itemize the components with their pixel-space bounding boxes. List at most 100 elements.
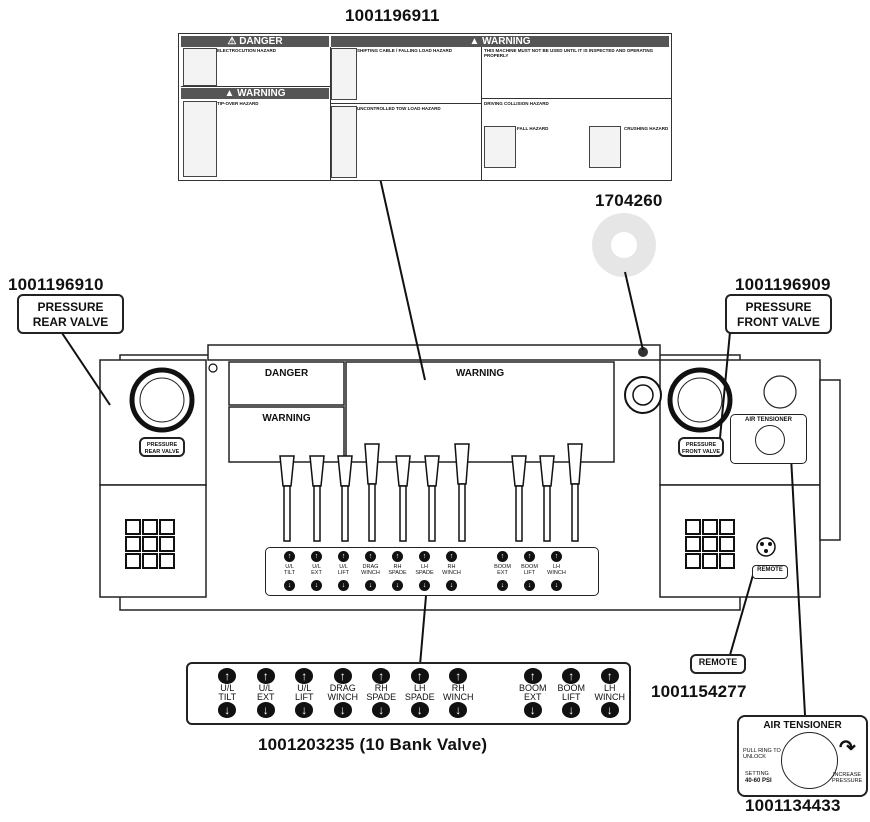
danger-plate [228,361,345,406]
front-valve-decal-mini: PRESSURE FRONT VALVE [678,437,724,457]
arrow-up-circle-icon: ↑ [600,668,619,684]
arrow-down-circle-icon: ↓ [600,702,619,718]
setting-text: SETTING [745,771,769,777]
arrow-up-circle-icon: ↑ [523,668,542,684]
arrow-up-circle-icon: ↑ [284,551,295,562]
mini-valve-control-label: U/L TILT [284,564,295,576]
section-fall: FALL HAZARD [517,126,549,131]
section-tipover: TIP-OVER HAZARD [217,101,259,106]
remote-connector [756,537,776,557]
bank-valve-decal: ↑U/L TILT↓↑U/L EXT↓↑U/L LIFT↓↑DRAG WINCH… [186,662,631,725]
mini-valve-control: ↑RH SPADE↓ [384,551,411,591]
warning-plate-left [228,406,345,463]
panel-warning-left-label: WARNING [262,413,311,424]
bank-valve-control: ↑U/L TILT↓ [208,668,247,718]
right-edge-bracket [819,379,841,541]
plug-hole [763,375,797,409]
mini-valve-control: ↑RH WINCH↓ [438,551,465,591]
arrow-down-circle-icon: ↓ [392,580,403,591]
bank-valve-control: ↑U/L LIFT↓ [285,668,324,718]
panel-danger-label: DANGER [264,368,309,379]
arrow-down-circle-icon: ↓ [295,702,314,718]
arrow-up-circle-icon: ↑ [218,668,237,684]
psi-text: 40-60 PSI [745,778,772,784]
section-inspection: THIS MACHINE MUST NOT BE USED UNTIL IT I… [484,48,654,58]
warning-banner: ▲ WARNING [331,36,669,47]
arrow-down-circle-icon: ↓ [338,580,349,591]
arrow-down-circle-icon: ↓ [562,702,581,718]
mini-valve-control-label: BOOM EXT [494,564,511,576]
arrow-up-circle-icon: ↑ [392,551,403,562]
panel-top-rail [207,344,661,361]
bank-valve-control: ↑BOOM LIFT↓ [552,668,591,718]
arrow-down-circle-icon: ↓ [524,580,535,591]
air-tensioner-title: AIR TENSIONER [763,720,842,731]
part-number-bank-valve: 1001203235 (10 Bank Valve) [258,735,488,754]
leader-remote [729,567,756,656]
crushing-pictogram [589,126,621,168]
mini-valve-control: ↑U/L EXT↓ [303,551,330,591]
arrow-up-circle-icon: ↑ [419,551,430,562]
bank-valve-control-label: RH WINCH [443,682,474,702]
arrow-down-circle-icon: ↓ [218,702,237,718]
bank-valve-control: ↑U/L EXT↓ [247,668,286,718]
bank-valve-control: ↑BOOM EXT↓ [514,668,553,718]
arrow-down-circle-icon: ↓ [333,702,352,718]
safety-label-1001196911: ⚠ DANGER ▲ WARNING ▲ WARNING ELECTROCUTI… [178,33,672,181]
arrow-down-circle-icon: ↓ [551,580,562,591]
bank-valve-control-label: U/L LIFT [294,682,314,702]
tag-washer [592,213,656,277]
bank-valve-control: ↑DRAG WINCH↓ [324,668,363,718]
mini-valve-control: ↑BOOM EXT↓ [489,551,516,591]
electrocution-pictogram [183,48,217,86]
bank-valve-control-label: LH WINCH [594,682,626,702]
arrow-up-circle-icon: ↑ [524,551,535,562]
alert-triangle-icon: ⚠ [227,36,237,47]
rear-pressure-gauge [129,367,195,433]
part-number-remote: 1001154277 [651,682,747,701]
leader-rear-valve [59,329,111,406]
bank-valve-control: ↑LH WINCH↓ [591,668,630,718]
mini-valve-control-label: BOOM LIFT [521,564,538,576]
mini-valve-control-label: RH WINCH [442,564,461,576]
part-number-air-tensioner: 1001134433 [745,796,841,815]
section-driving-collision: DRIVING COLLISION HAZARD [484,101,549,106]
bank-valve-control: ↑RH SPADE↓ [362,668,401,718]
leader-front-valve [719,331,731,439]
mini-valve-control: ↑DRAG WINCH↓ [357,551,384,591]
pull-ring-text: PULL RING TO UNLOCK [743,748,781,760]
section-tow-load: UNCONTROLLED TOW LOAD HAZARD [357,106,441,111]
mini-valve-control-label: U/L LIFT [337,564,350,576]
arrow-up-circle-icon: ↑ [372,668,391,684]
arrow-down-circle-icon: ↓ [372,702,391,718]
bank-valve-control-label: U/L EXT [256,682,275,702]
bank-valve-control: ↑RH WINCH↓ [439,668,478,718]
arrow-up-circle-icon: ↑ [410,668,429,684]
arrow-down-circle-icon: ↓ [523,702,542,718]
bank-valve-control-label: BOOM EXT [518,682,547,702]
leader-safety-label [379,177,426,381]
mini-valve-control: ↑ U/L TILT ↓ [276,551,303,591]
front-pressure-gauge [667,367,733,433]
part-number-safety-label: 1001196911 [345,6,440,25]
remote-decal: REMOTE [690,654,746,674]
mini-valve-control-label: LH WINCH [547,564,566,576]
section-electrocution: ELECTROCUTION HAZARD [217,48,276,53]
danger-banner: ⚠ DANGER [181,36,329,47]
mini-valve-control-label: DRAG WINCH [361,564,380,576]
arrow-down-circle-icon: ↓ [365,580,376,591]
mini-valve-control-label: U/L EXT [311,564,322,576]
bank-valve-control: ↑LH SPADE↓ [401,668,440,718]
left-switch-grid [125,519,175,569]
arrow-down-circle-icon: ↓ [446,580,457,591]
remote-decal-mini: REMOTE [752,565,788,579]
part-number-tag: 1704260 [595,191,663,210]
part-number-rear-valve: 1001196910 [8,275,104,294]
arrow-down-circle-icon: ↓ [284,580,295,591]
bank-valve-control-label: RH SPADE [366,682,397,702]
cable-pictogram [331,48,357,100]
valve-handles [279,443,583,542]
arrow-up-circle-icon: ↑ [449,668,468,684]
rear-valve-decal: PRESSURE REAR VALVE [17,294,124,334]
leader-air-tensioner [789,437,806,716]
